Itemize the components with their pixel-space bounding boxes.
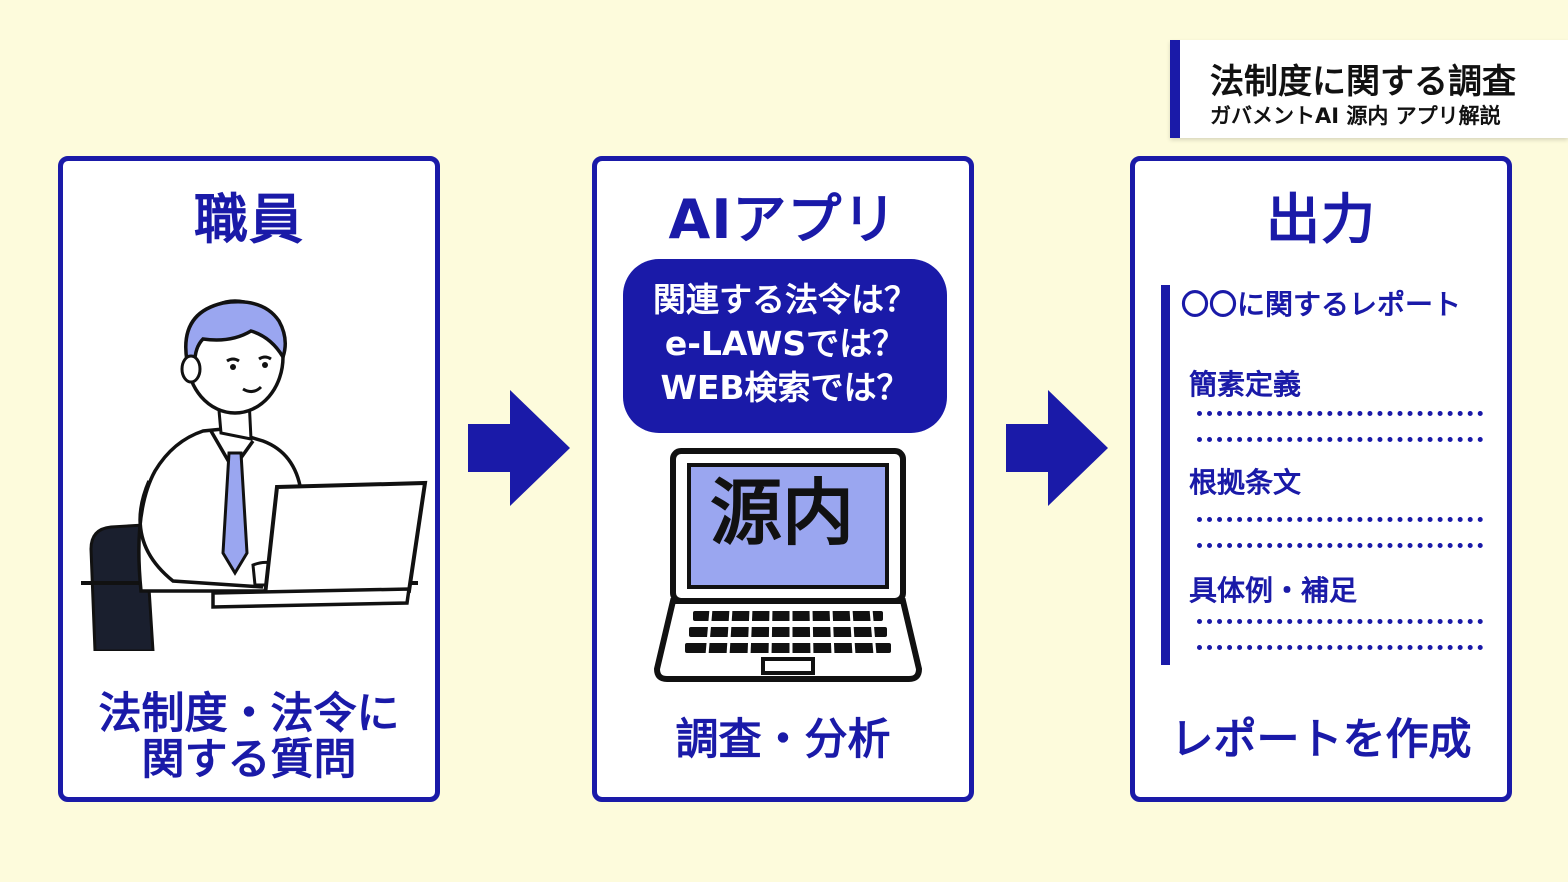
report-accent-bar [1161, 285, 1170, 665]
title-box: 法制度に関する調査 ガバメントAI 源内 アプリ解説 [1170, 40, 1568, 138]
laptop-screen-text: 源内 [709, 471, 854, 555]
output-panel: 出力 〇〇に関するレポート 簡素定義 根拠条文 具体例・補足 レポートを作成 [1130, 156, 1512, 802]
staff-panel: 職員 法制度・法令に 関する質問 [58, 156, 440, 802]
report-section-examples: 具体例・補足 [1189, 574, 1358, 607]
query-line-elaws: e-LAWSでは？ [664, 324, 906, 363]
report-section-definition: 簡素定義 [1189, 368, 1302, 401]
staff-caption-line2: 関する質問 [141, 735, 357, 785]
query-line-laws: 関連する法令は？ [653, 280, 917, 319]
output-heading: 出力 [1266, 188, 1376, 251]
placeholder-dots [1197, 543, 1483, 548]
output-caption: レポートを作成 [1170, 715, 1472, 765]
page-subtitle: ガバメントAI 源内 アプリ解説 [1210, 104, 1501, 128]
page-title: 法制度に関する調査 [1210, 62, 1516, 102]
staff-at-laptop-illustration [81, 299, 428, 651]
placeholder-dots [1197, 517, 1483, 522]
query-line-web: WEB検索では？ [660, 368, 910, 407]
staff-caption-line1: 法制度・法令に [98, 689, 400, 739]
report-section-articles: 根拠条文 [1189, 466, 1302, 499]
app-caption: 調査・分析 [675, 715, 891, 765]
placeholder-dots [1197, 645, 1483, 650]
query-bubble: 関連する法令は？ e-LAWSでは？ WEB検索では？ [623, 259, 947, 433]
laptop-icon [653, 448, 923, 682]
app-panel: AIアプリ 関連する法令は？ e-LAWSでは？ WEB検索では？ [592, 156, 974, 802]
app-heading: AIアプリ [668, 188, 898, 251]
placeholder-dots [1197, 437, 1483, 442]
placeholder-dots [1197, 619, 1483, 624]
flow-arrow-1-icon [468, 390, 570, 506]
report-title: 〇〇に関するレポート [1181, 288, 1462, 321]
flow-arrow-2-icon [1006, 390, 1108, 506]
placeholder-dots [1197, 411, 1483, 416]
staff-heading: 職員 [194, 188, 304, 251]
